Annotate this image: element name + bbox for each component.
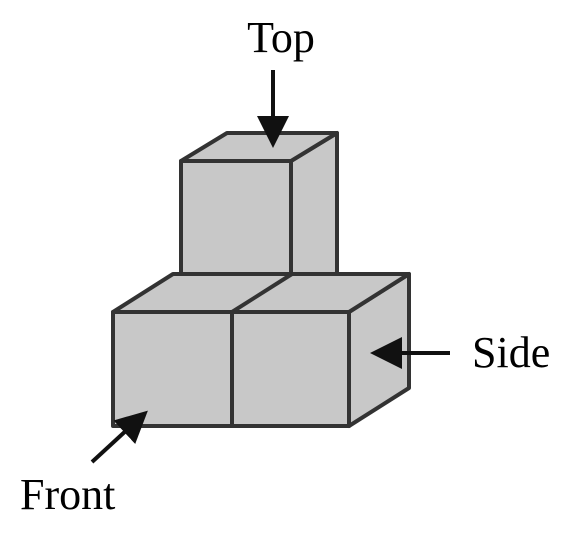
top-label: Top [247,13,315,62]
bottom-row [111,272,411,428]
front-arrow [90,410,148,464]
front-label: Front [20,470,115,519]
bottom-left-cube-front-face [111,310,234,428]
bottom-right-cube-front-face [230,310,351,428]
top-cube [179,131,339,303]
side-label: Side [472,328,550,377]
top-cube-front-face [179,159,293,276]
bottom-row-top-divider [230,272,294,314]
